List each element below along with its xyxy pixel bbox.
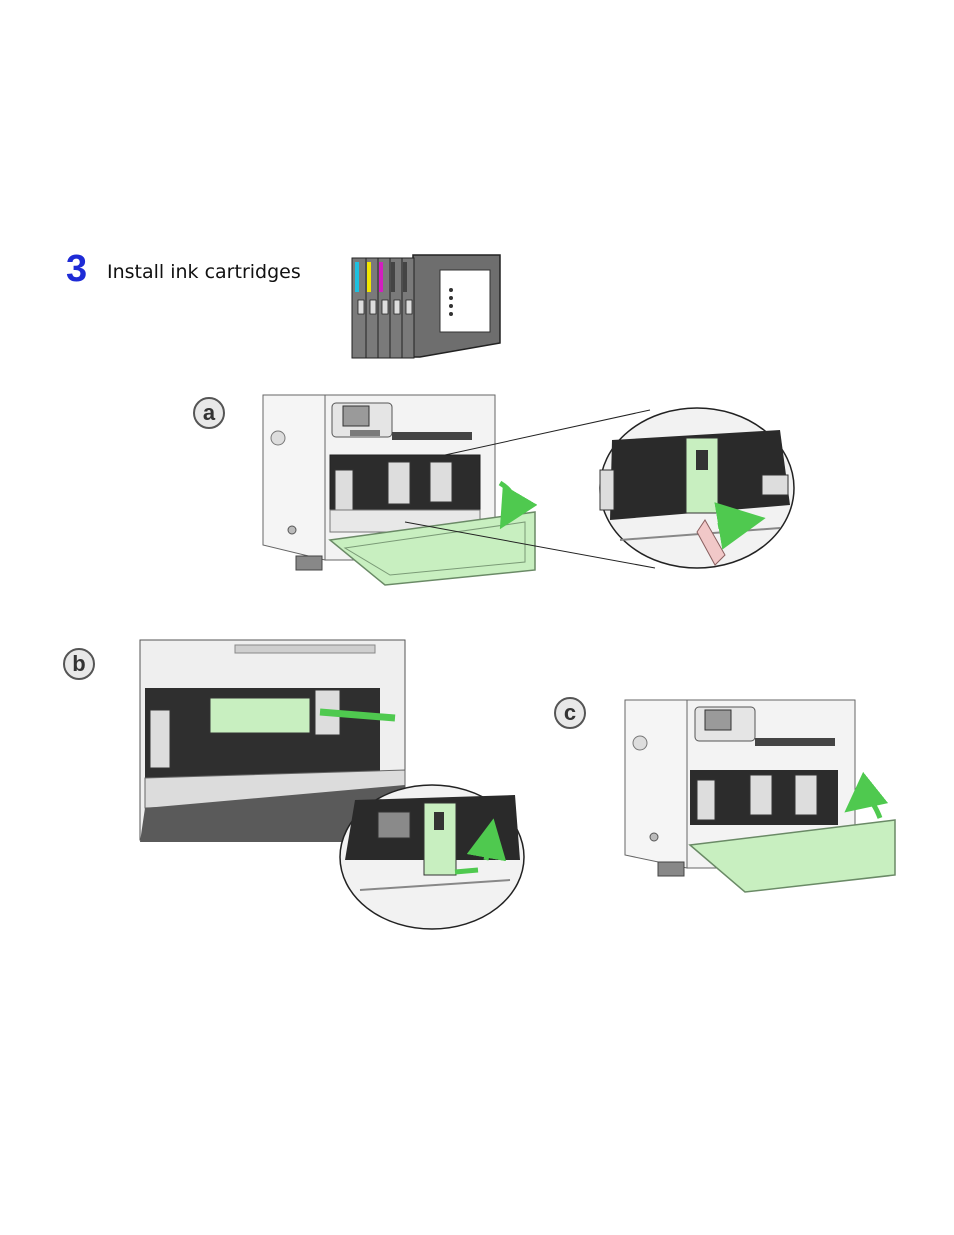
- printer-illustration-a: [263, 395, 655, 585]
- printer-illustration-c: [625, 700, 895, 892]
- zoom-detail-b: [340, 785, 524, 929]
- zoom-detail-a: [600, 408, 794, 568]
- ink-cartridges-illustration: [352, 255, 500, 358]
